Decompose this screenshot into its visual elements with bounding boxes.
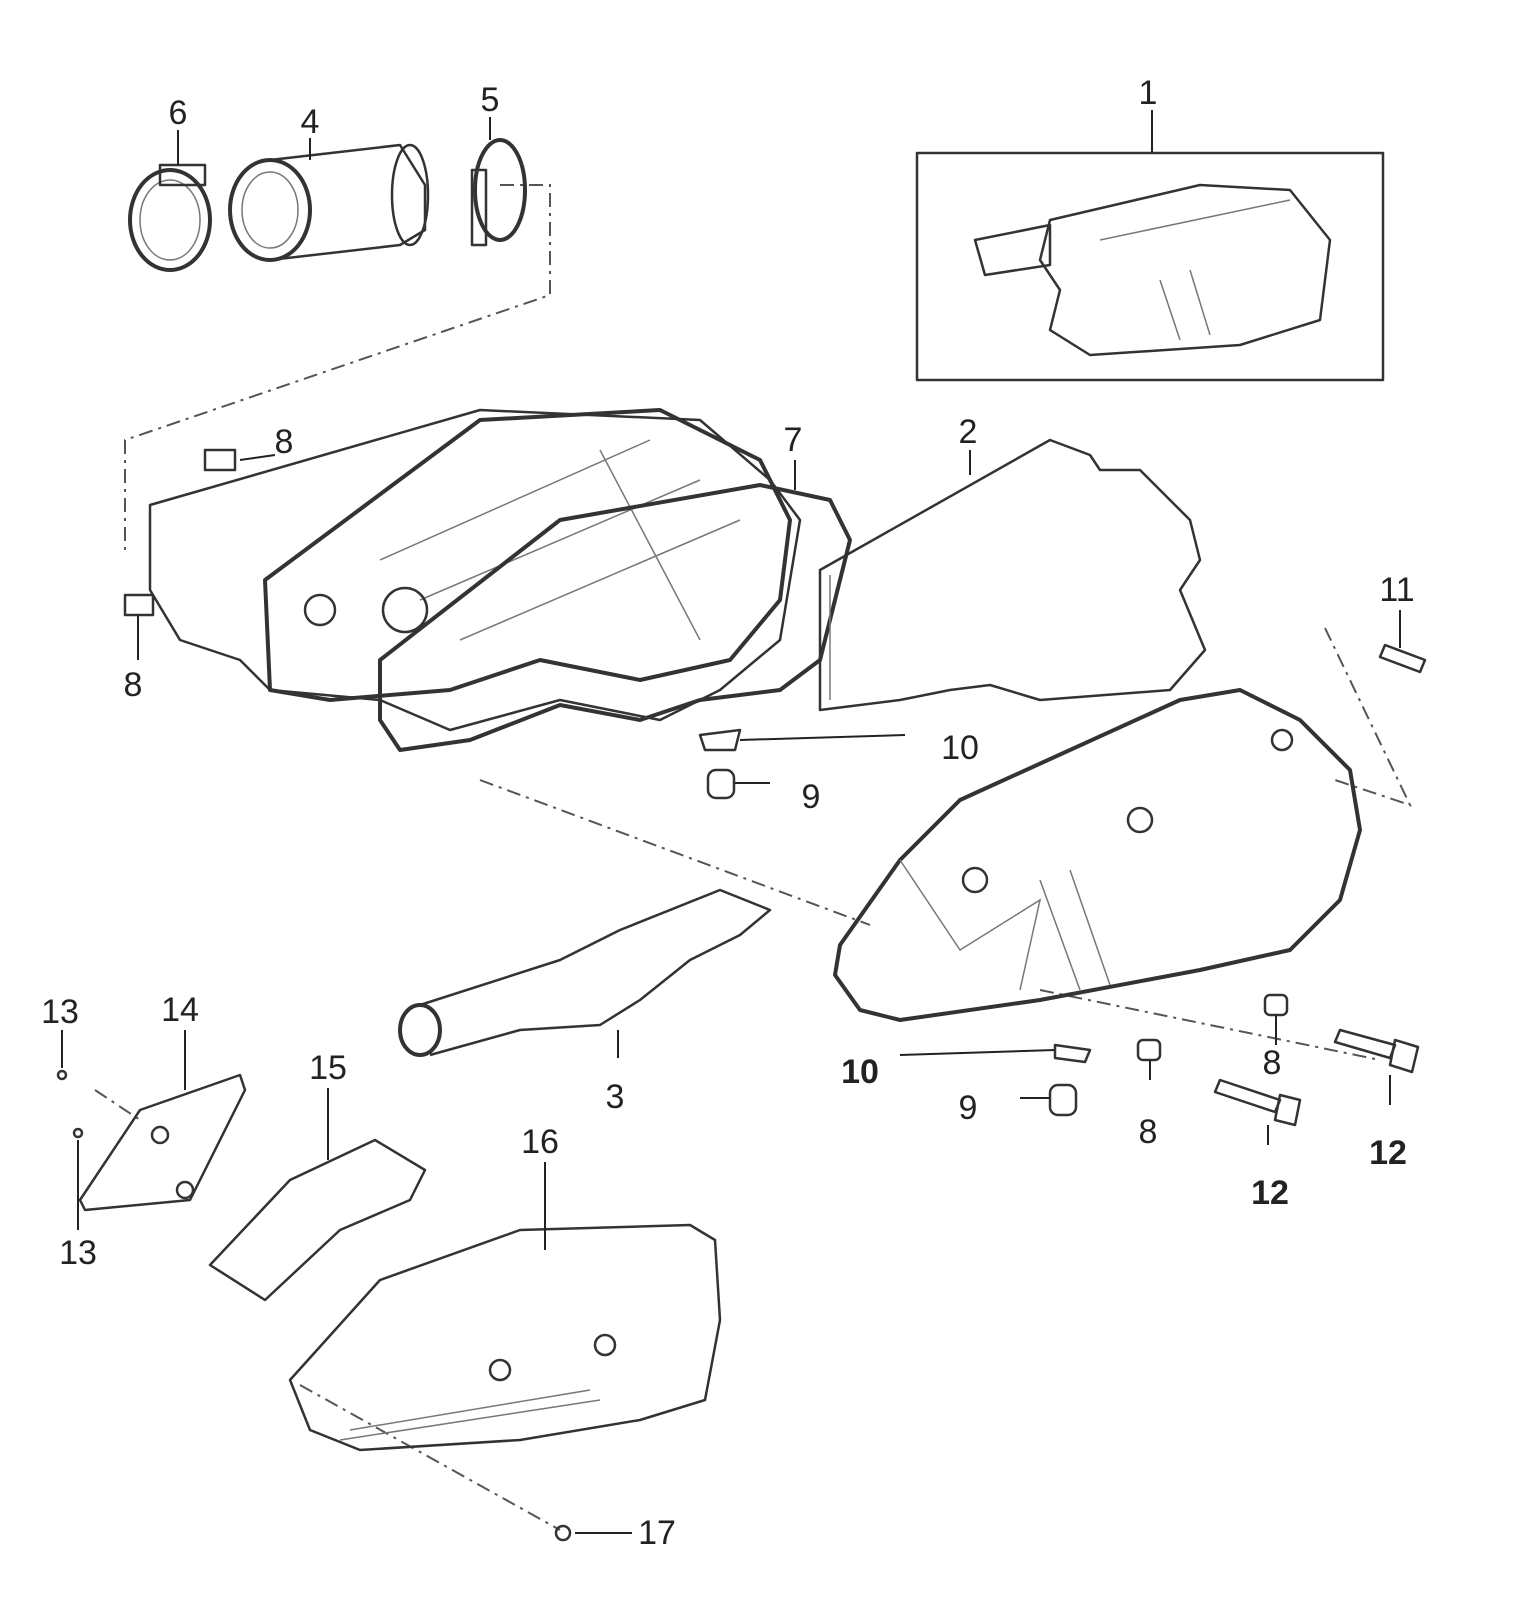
part-1-air-filter-assembly [915, 110, 1385, 382]
callout-1: 1 [1139, 74, 1158, 112]
part-8-grommet-a [1136, 1038, 1162, 1080]
part-13-screw-a [56, 1030, 68, 1081]
part-10-clip-upper [698, 728, 906, 752]
part-13-screw-b [72, 1127, 84, 1230]
part-6-hose-clamp [128, 130, 212, 272]
part-9-cap-lower [1020, 1083, 1078, 1117]
callout-16: 16 [521, 1123, 559, 1161]
callout-12: 12 [1369, 1134, 1407, 1172]
callout-15: 15 [309, 1049, 347, 1087]
callout-7: 7 [784, 421, 803, 459]
callout-13: 13 [41, 993, 79, 1031]
callout-2: 2 [959, 413, 978, 451]
part-16-lower-cover [288, 1162, 722, 1452]
part-3-intake-duct [398, 888, 772, 1058]
part-15-foam-pad [208, 1088, 427, 1302]
part-12-bolt-a [1213, 1078, 1302, 1145]
part-12-bolt-b [1333, 1028, 1420, 1105]
callout-13: 13 [59, 1234, 97, 1272]
callout-5: 5 [481, 81, 500, 119]
callout-12: 12 [1251, 1174, 1289, 1212]
part-14-bracket [78, 1030, 247, 1212]
air-filter-housing [123, 408, 802, 732]
callout-9: 9 [802, 778, 821, 816]
part-10-clip-lower [899, 1043, 1092, 1064]
callout-17: 17 [638, 1514, 676, 1552]
part-11-screw [1378, 610, 1427, 674]
callout-8: 8 [1263, 1044, 1282, 1082]
callout-10: 10 [841, 1053, 879, 1091]
callout-8: 8 [275, 423, 294, 461]
part-7-gasket [378, 460, 852, 752]
callout-8: 8 [1139, 1113, 1158, 1151]
part-5-clamp [470, 117, 527, 247]
callout-4: 4 [301, 103, 320, 141]
callout-10: 10 [941, 729, 979, 767]
air-filter-cover [833, 688, 1362, 1022]
callout-3: 3 [606, 1078, 625, 1116]
part-17-screw [554, 1524, 632, 1542]
callout-8: 8 [124, 666, 143, 704]
callout-9: 9 [959, 1089, 978, 1127]
part-9-cap-upper [706, 768, 770, 800]
part-8-grommet-b [1263, 993, 1289, 1045]
part-2-filter-element [818, 438, 1207, 712]
callout-11: 11 [1379, 571, 1414, 609]
part-4-intake-boot [228, 138, 430, 262]
callout-14: 14 [161, 991, 199, 1029]
callout-6: 6 [169, 94, 188, 132]
